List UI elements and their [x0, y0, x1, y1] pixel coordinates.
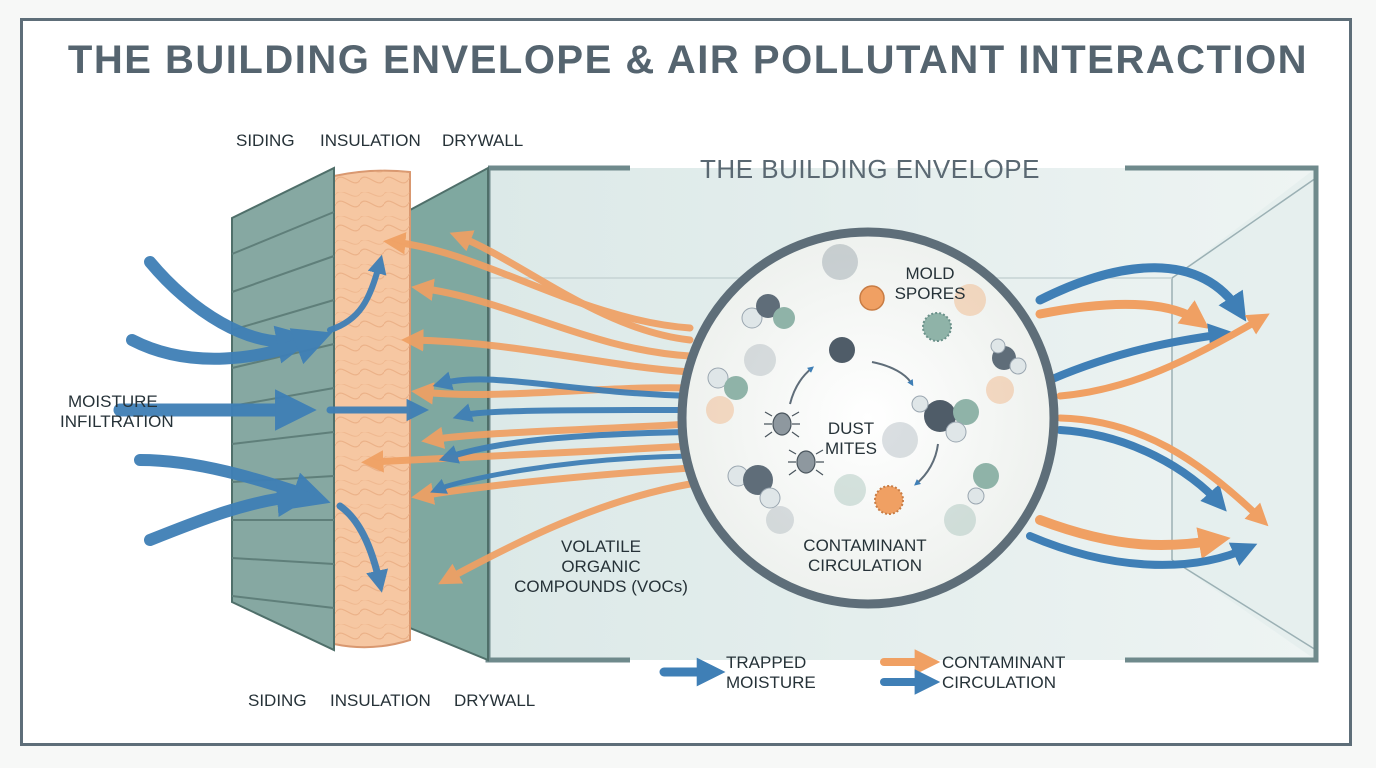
label-vocs: VOLATILE ORGANIC COMPOUNDS (VOCs) — [514, 537, 688, 596]
mold-spore-icon — [859, 285, 952, 515]
outflow-arrows — [1026, 263, 1270, 569]
label-siding-bottom: SIDING — [248, 691, 307, 710]
contaminant-circle — [677, 227, 1059, 609]
label-insulation-top: INSULATION — [320, 131, 421, 150]
legend-arrows — [659, 649, 941, 695]
label-mold-spores: MOLD SPORES — [894, 264, 966, 303]
dust-mite-icon — [764, 411, 824, 476]
label-drywall-top: DRYWALL — [442, 131, 524, 150]
legend-contaminant-circulation: CONTAMINANT CIRCULATION — [942, 653, 1066, 692]
particle-icon — [707, 294, 1027, 509]
voc-arrows — [361, 230, 694, 585]
label-drywall-bottom: DRYWALL — [454, 691, 536, 710]
legend-trapped-moisture: TRAPPED MOISTURE — [726, 653, 816, 692]
label-dust-mites: DUST MITES — [825, 419, 877, 458]
label-moisture: MOISTURE INFILTRATION — [60, 392, 174, 431]
circulation-arrows — [789, 361, 939, 486]
label-contaminant-circulation: CONTAMINANT CIRCULATION — [803, 536, 927, 575]
envelope-label: THE BUILDING ENVELOPE — [700, 154, 1040, 184]
moisture-arrows — [113, 254, 693, 593]
label-insulation-bottom: INSULATION — [330, 691, 431, 710]
label-siding-top: SIDING — [236, 131, 295, 150]
page-title: THE BUILDING ENVELOPE & AIR POLLUTANT IN… — [67, 38, 1309, 82]
